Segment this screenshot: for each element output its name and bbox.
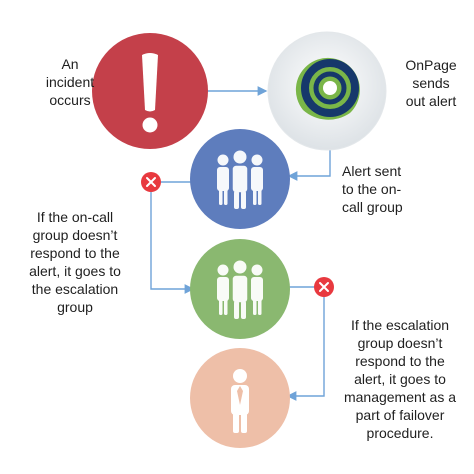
incident-node (92, 33, 208, 149)
connector-escalation-to-management (286, 286, 325, 401)
group-people-icon (217, 260, 263, 319)
escalation-group-node (190, 239, 290, 339)
label-onpage-alert: OnPage sends out alert (405, 57, 457, 109)
label-incident: An incident occurs (45, 56, 95, 108)
group-people-icon (217, 150, 263, 209)
label-management: If the escalation group doesn’t respond … (343, 317, 457, 441)
connector-onpage-to-oncall (287, 144, 331, 181)
management-node (190, 348, 290, 448)
label-oncall-sent: Alert sent to the on- call group (342, 163, 403, 215)
onpage-node (267, 31, 387, 151)
exclamation-icon (142, 53, 158, 133)
onpage-logo-icon (295, 57, 360, 120)
connector-oncall-to-escalation (150, 181, 195, 294)
x-circle-icon (314, 277, 334, 297)
label-escalation: If the on-call group doesn’t respond to … (29, 209, 121, 315)
oncall-group-node (190, 129, 290, 229)
connectors (150, 86, 331, 401)
person-tie-icon (231, 369, 249, 433)
x-circle-icon (141, 172, 161, 192)
